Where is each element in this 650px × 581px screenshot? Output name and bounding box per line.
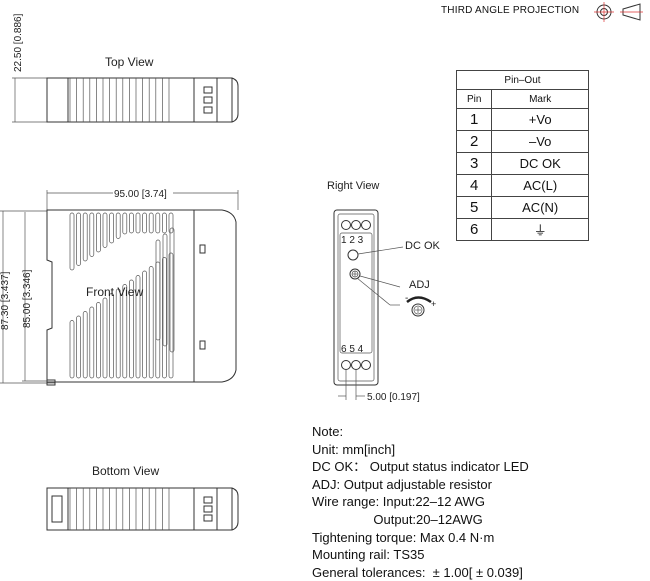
note-line: Note: — [312, 424, 344, 439]
cooling-fin — [169, 227, 175, 353]
table-row: 6⏚ — [455, 218, 589, 241]
pin-mark: +Vo — [491, 108, 589, 131]
cooling-fin — [82, 212, 88, 262]
cooling-fin — [162, 257, 167, 379]
note-line: Wire range: Input:22–12 AWG — [312, 494, 485, 510]
svg-text:87.30 [3.437]: 87.30 [3.437] — [0, 271, 11, 330]
pin-number: 5 — [455, 196, 493, 219]
right-view-label: Right View — [327, 180, 379, 192]
pinout-title: Pin–Out — [456, 70, 589, 90]
svg-text:1 2 3: 1 2 3 — [341, 235, 364, 246]
right-view-body: 1 2 3 6 5 4 — [333, 209, 379, 386]
cooling-fin — [96, 212, 101, 253]
cooling-fin — [135, 275, 141, 379]
cooling-fin — [162, 212, 167, 234]
cooling-fin — [115, 212, 121, 239]
svg-text:5.00 [0.197]: 5.00 [0.197] — [367, 392, 420, 403]
cooling-fin — [142, 212, 147, 234]
adj-potentiometer-icon — [349, 268, 361, 280]
pin-number: 4 — [455, 174, 493, 197]
pin-number: 1 — [455, 108, 493, 131]
pin-number: 2 — [455, 130, 493, 153]
pin-number: 3 — [455, 152, 493, 175]
pin-mark: –Vo — [491, 130, 589, 153]
front-view-body — [46, 209, 237, 386]
cooling-fin — [69, 320, 75, 379]
third-angle-projection-icon — [594, 2, 643, 22]
table-row: 2–Vo — [455, 130, 589, 153]
cooling-fin — [162, 233, 168, 347]
cooling-fin — [148, 266, 154, 379]
cooling-fin — [96, 302, 101, 379]
cooling-fin — [135, 212, 141, 234]
column-header-pin: Pin — [455, 89, 493, 109]
cooling-fin — [168, 212, 174, 234]
pin-number: 6 — [455, 218, 493, 241]
ground-icon: ⏚ — [491, 218, 589, 241]
cooling-fin — [82, 311, 88, 379]
top-view-body — [46, 77, 239, 123]
cooling-fin — [129, 279, 134, 379]
projection-label: THIRD ANGLE PROJECTION — [441, 5, 580, 16]
svg-text:95.00 [3.74]: 95.00 [3.74] — [114, 189, 167, 200]
top-view-dimension: 22.50 [0.886] — [12, 13, 47, 123]
svg-text:22.50 [0.886]: 22.50 [0.886] — [13, 13, 24, 72]
cooling-fin — [76, 315, 81, 379]
note-line: General tolerances: ± 1.00[ ± 0.039] — [312, 564, 523, 580]
cooling-fin — [102, 212, 108, 248]
svg-text:85.00 [3.346]: 85.00 [3.346] — [22, 269, 33, 328]
front-view-label: Front View — [86, 285, 143, 299]
pin-mark: AC(N) — [491, 196, 589, 219]
note-line: Unit: mm[inch] — [312, 441, 396, 457]
cooling-fin — [76, 212, 81, 266]
cooling-fin — [148, 212, 154, 234]
svg-text:ADJ: ADJ — [409, 279, 430, 291]
column-header-mark: Mark — [491, 89, 589, 109]
cooling-fin — [69, 212, 75, 271]
cooling-fin — [155, 212, 161, 234]
cooling-fin — [142, 270, 147, 379]
svg-text:DC OK: DC OK — [405, 240, 441, 252]
note-line: ADJ: Output adjustable resistor — [312, 476, 492, 492]
front-view-dimensions: 95.00 [3.74] 87.30 [3.437] 85.00 [3.346] — [0, 186, 239, 384]
note-line: Mounting rail: TS35 — [312, 547, 425, 563]
top-view-label: Top View — [105, 55, 154, 69]
cooling-fin — [122, 284, 128, 379]
pin-mark: AC(L) — [491, 174, 589, 197]
note-line: Output:20–12AWG — [312, 511, 483, 527]
cooling-fin — [102, 297, 108, 379]
terminal-screws-top — [341, 220, 371, 230]
bottom-view-body — [46, 487, 239, 531]
right-view-callouts: DC OK ADJ - + 5.00 [0.197] — [338, 240, 441, 403]
note-line: Tightening torque: Max 0.4 N·m — [312, 529, 495, 545]
table-row: 1+Vo — [455, 108, 589, 131]
cooling-fin — [155, 239, 161, 341]
bottom-view-label: Bottom View — [92, 464, 159, 478]
cooling-fin — [115, 288, 121, 379]
pin-mark: DC OK — [491, 152, 589, 175]
svg-text:6 5 4: 6 5 4 — [341, 344, 364, 355]
terminal-screws-bottom — [341, 360, 371, 370]
svg-text:-: - — [405, 293, 408, 304]
cooling-fin — [129, 212, 134, 234]
cooling-fin — [109, 212, 114, 244]
cooling-fin — [168, 252, 174, 379]
note-line: DC OK： Output status indicator LED — [312, 459, 529, 475]
cooling-fin — [155, 261, 161, 379]
cooling-fin — [109, 293, 114, 379]
svg-text:+: + — [431, 299, 436, 309]
notes: Note: Unit: mm[inch] DC OK： Output statu… — [312, 423, 529, 581]
cooling-fin — [89, 306, 95, 379]
cooling-fin — [89, 212, 95, 257]
dc-ok-led-icon — [347, 249, 359, 261]
cooling-fin — [122, 212, 128, 235]
